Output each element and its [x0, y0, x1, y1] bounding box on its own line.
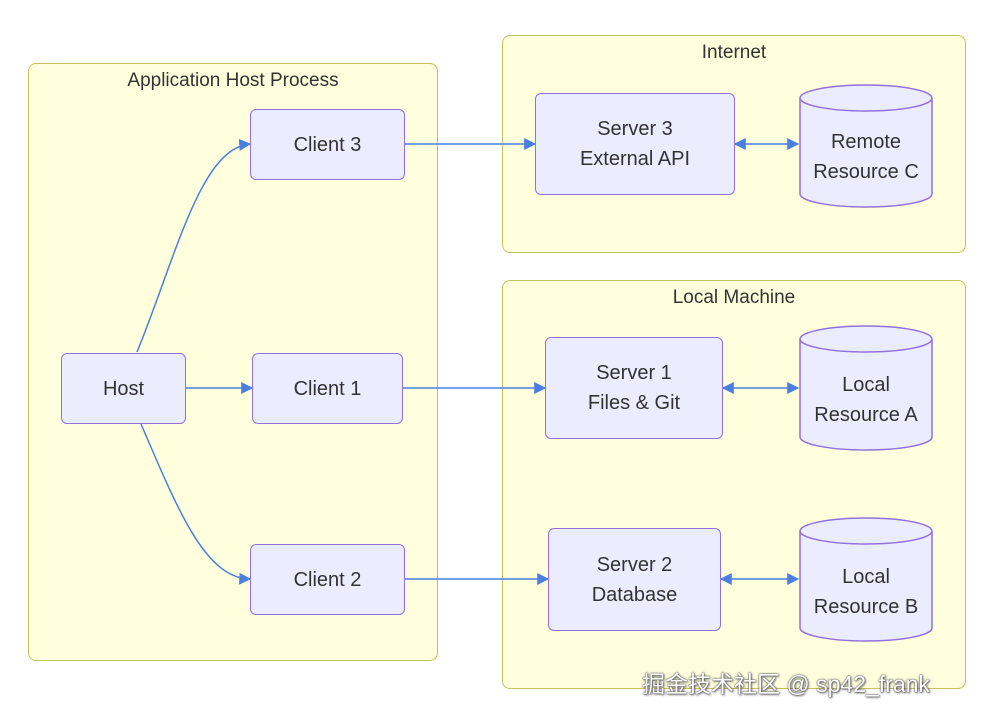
cluster-title-app-host: Application Host Process — [127, 70, 339, 91]
node-client3-label: Client 3 — [293, 133, 362, 156]
node-server2-line1: Server 2 — [596, 553, 673, 576]
cluster-title-local-machine: Local Machine — [672, 287, 796, 308]
cylinder-resource-b — [799, 517, 933, 642]
node-resource-a-label: Local Resource A — [800, 354, 932, 446]
resource-b-line1: Local — [842, 566, 890, 588]
resource-a-line1: Local — [842, 374, 890, 396]
node-client1-label: Client 1 — [293, 377, 362, 400]
resource-c-line2: Resource C — [813, 161, 919, 183]
watermark-text: 掘金技术社区 @ sp42_frank — [642, 671, 930, 697]
cylinder-resource-a — [799, 325, 933, 451]
node-resource-b-label: Local Resource B — [800, 546, 932, 638]
node-client1: Client 1 — [252, 353, 403, 424]
node-host-label: Host — [102, 377, 145, 400]
node-resource-c-label: Remote Resource C — [800, 112, 932, 202]
edge-host-client3 — [136, 138, 252, 353]
node-client2: Client 2 — [250, 544, 405, 615]
node-server2-line2: Database — [591, 583, 678, 606]
node-host: Host — [61, 353, 186, 424]
resource-a-line2: Resource A — [814, 404, 918, 426]
cylinder-resource-c — [799, 84, 933, 208]
edge-host-client2 — [140, 423, 252, 585]
node-server3-line1: Server 3 — [597, 118, 673, 140]
node-server3: Server 3 External API — [535, 93, 735, 195]
node-server1: Server 1 Files & Git — [545, 337, 723, 439]
node-server1-line2: Files & Git — [587, 392, 681, 414]
node-client3: Client 3 — [250, 109, 405, 180]
node-server1-line1: Server 1 — [596, 362, 672, 384]
resource-b-line2: Resource B — [813, 596, 919, 618]
resource-c-line1: Remote — [830, 131, 902, 153]
node-client2-label: Client 2 — [293, 568, 362, 591]
node-server2: Server 2 Database — [548, 528, 721, 631]
node-server3-line2: External API — [579, 148, 691, 170]
cluster-title-internet: Internet — [701, 42, 767, 63]
